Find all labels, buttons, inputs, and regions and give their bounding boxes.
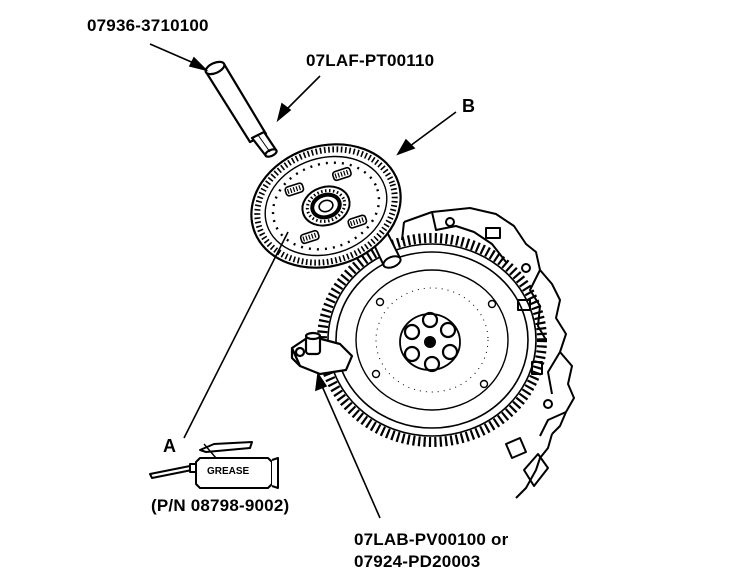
callout-a: A [163,436,176,456]
flywheel [317,233,547,447]
leader-lines [149,43,457,519]
callout-b: B [462,96,475,116]
grease-tube-label: GREASE [207,466,250,477]
label-tool-alignment: 07LAF-PT00110 [306,51,435,70]
flywheel-holder-tool [290,331,354,376]
label-grease-part-number: (P/N 08798-9002) [151,496,290,515]
alignment-tool [204,60,278,158]
label-tool-holder-line2: 07924-PD20003 [354,552,481,571]
clutch-disc [250,143,402,269]
label-tool-holder-line1: 07LAB-PV00100 or [354,530,509,549]
grease-tube-icon [149,441,279,489]
label-tool-pilot: 07936-3710100 [87,16,209,35]
